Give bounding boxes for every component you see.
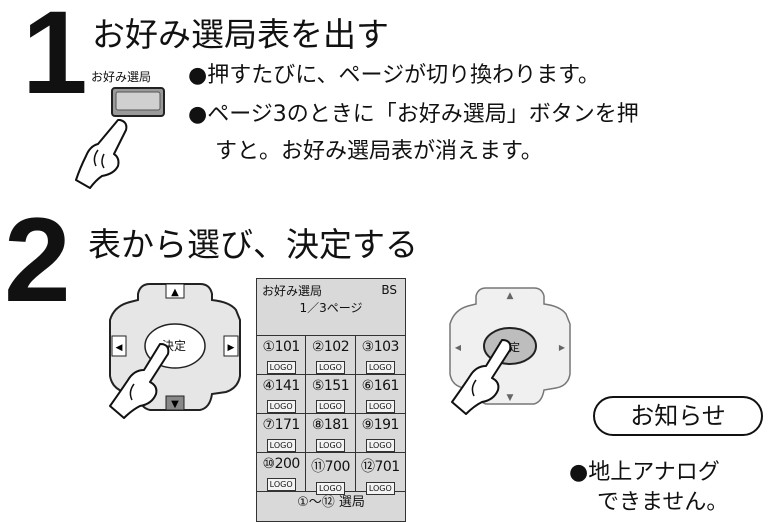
logo-badge: LOGO bbox=[266, 361, 296, 374]
logo-badge: LOGO bbox=[316, 361, 345, 374]
pointing-hand-icon bbox=[109, 343, 170, 419]
pointing-hand-icon bbox=[451, 339, 512, 415]
step-2-number: 2 bbox=[4, 193, 71, 327]
step-1-bullet-2: ●ページ3のときに「お好み選局」ボタンを押 bbox=[188, 102, 639, 127]
pointing-hand-icon bbox=[75, 119, 128, 189]
notice-title: お知らせ bbox=[593, 396, 763, 436]
step-1-bullet-3: すと。お好み選局表が消えます。 bbox=[215, 139, 543, 164]
favorite-button-press-illustration bbox=[75, 87, 165, 189]
band-label: BS bbox=[381, 283, 397, 297]
logo-badge: LOGO bbox=[316, 400, 345, 413]
logo-badge: LOGO bbox=[365, 482, 395, 495]
logo-badge: LOGO bbox=[316, 439, 345, 452]
notice-line-2: できません。 bbox=[597, 490, 729, 515]
table-footer: ①～⑫ 選局 bbox=[297, 495, 365, 510]
logo-badge: LOGO bbox=[365, 439, 395, 452]
svg-text:▼: ▼ bbox=[507, 393, 514, 403]
logo-badge: LOGO bbox=[266, 400, 296, 413]
svg-text:◀: ◀ bbox=[116, 343, 123, 353]
table-header: お好み選局 BS 1／3ページ bbox=[257, 279, 405, 336]
page-indicator: 1／3ページ bbox=[299, 301, 363, 315]
svg-text:◀: ◀ bbox=[455, 343, 462, 352]
svg-text:▶: ▶ bbox=[559, 343, 566, 352]
notice-line-1: ●地上アナログ bbox=[569, 460, 720, 485]
svg-text:▼: ▼ bbox=[171, 399, 179, 410]
svg-text:▲: ▲ bbox=[507, 291, 514, 301]
favorite-button-label: お好み選局 bbox=[91, 70, 152, 84]
logo-badge: LOGO bbox=[266, 439, 296, 452]
step-1-number: 1 bbox=[22, 0, 88, 119]
logo-badge: LOGO bbox=[266, 478, 296, 491]
logo-badge: LOGO bbox=[365, 361, 395, 374]
step-2-title: 表から選び、決定する bbox=[88, 225, 418, 264]
step-1-bullet-1: ●押すたびに、ページが切り換わります。 bbox=[188, 63, 600, 88]
svg-text:▶: ▶ bbox=[228, 343, 235, 353]
step-1-title: お好み選局表を出す bbox=[92, 15, 389, 54]
svg-text:▲: ▲ bbox=[171, 287, 179, 298]
logo-badge: LOGO bbox=[316, 482, 345, 495]
logo-badge: LOGO bbox=[365, 400, 395, 413]
table-title: お好み選局 bbox=[262, 284, 323, 298]
